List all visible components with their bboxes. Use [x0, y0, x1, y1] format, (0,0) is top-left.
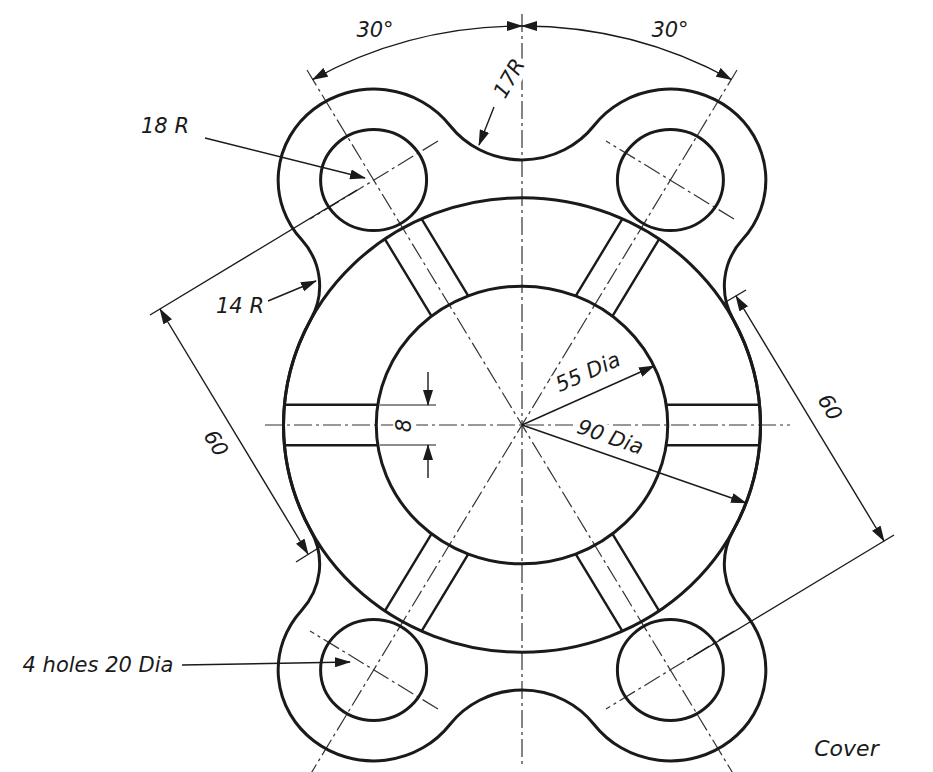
dimension-text: 14 R [213, 295, 267, 318]
dimension-text: 60 [197, 423, 234, 463]
dimension-text: 90 Dia [571, 414, 649, 460]
dimension-text: 17R [488, 52, 532, 104]
centre-lines [265, 14, 790, 772]
dimension-text: 8 [394, 415, 417, 434]
dimension-text: 18 R [138, 115, 192, 138]
dimension-text: 4 holes 20 Dia [20, 654, 177, 677]
dimension-text: 30° [353, 19, 396, 42]
cover-outline [278, 89, 766, 761]
dimension-text: 55 Dia [549, 346, 626, 397]
dimension-text: 30° [648, 19, 691, 42]
part-caption: Cover [811, 737, 881, 761]
dimension-text: 60 [811, 387, 848, 427]
dimension-lines [150, 26, 894, 665]
